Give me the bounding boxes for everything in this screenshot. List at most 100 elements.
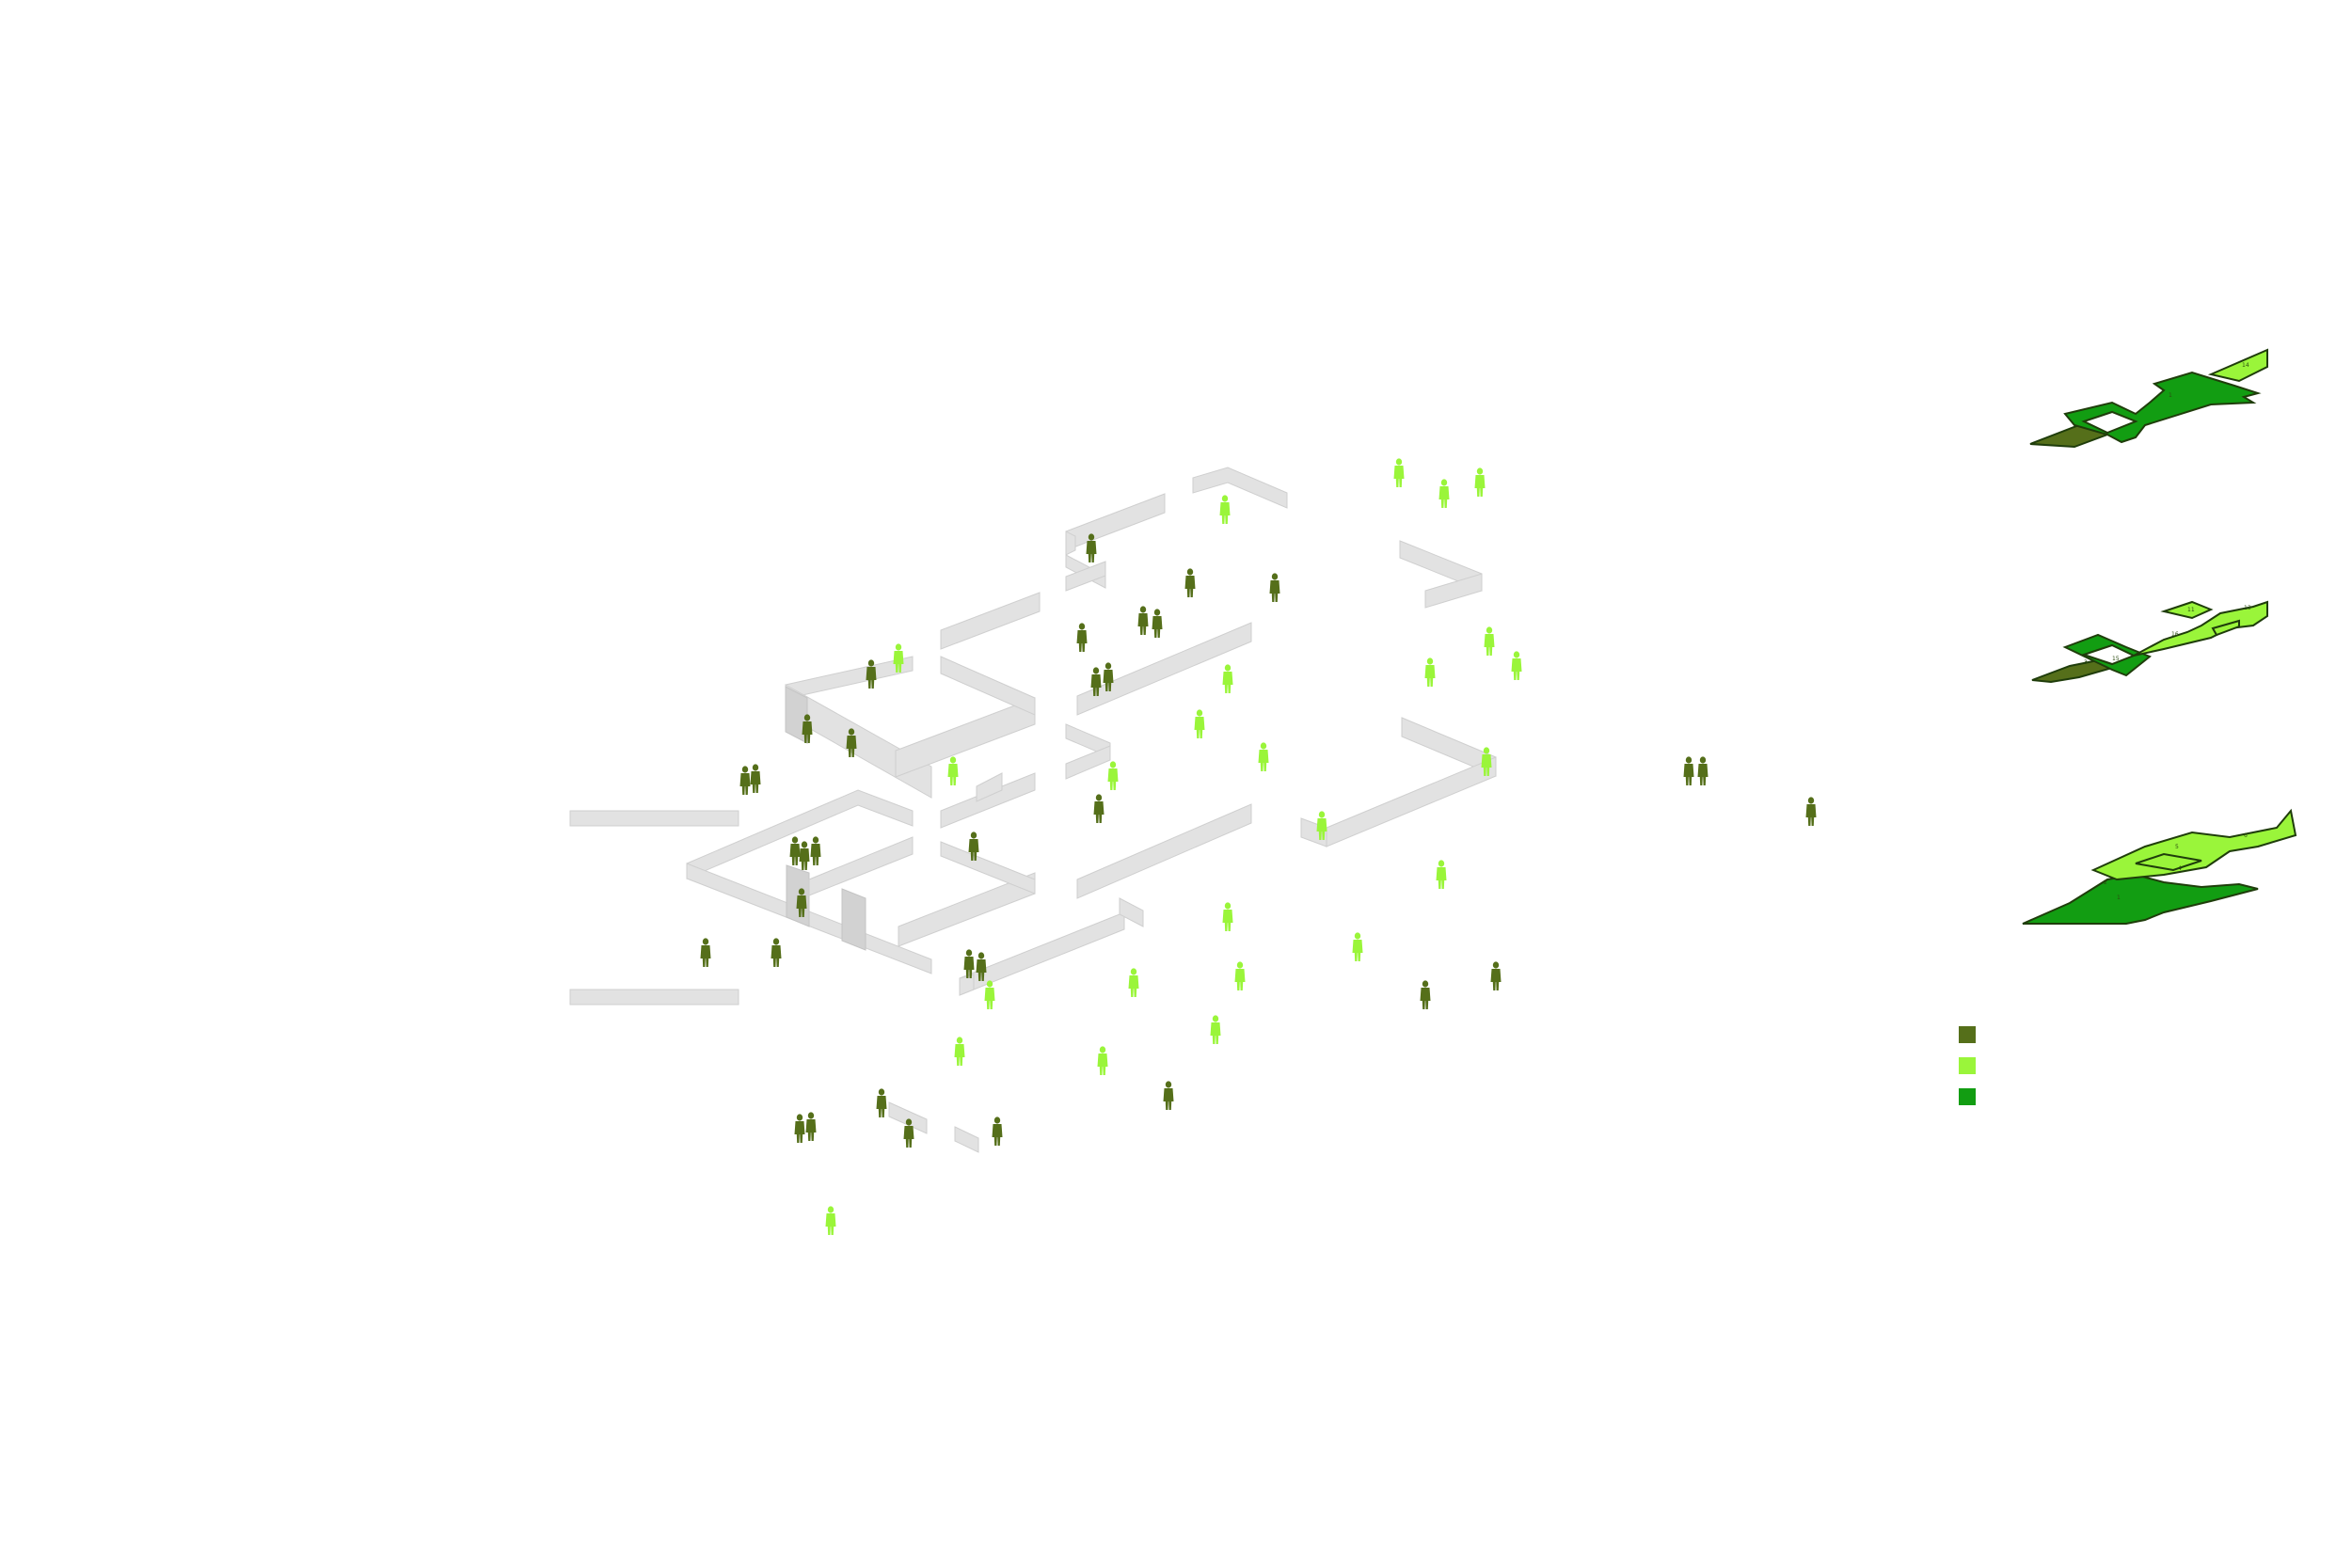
wall-panel: [569, 810, 739, 827]
person-figure: [810, 836, 821, 865]
floor-plan-bottom: 2 5 4 6 1: [2022, 808, 2297, 925]
person-figure: [954, 1037, 965, 1066]
person-figure: [1424, 657, 1436, 687]
person-figure: [876, 1088, 887, 1117]
person-figure: [1097, 1046, 1108, 1075]
person-figure: [1076, 623, 1088, 652]
plan-void: [2081, 410, 2138, 435]
person-figure: [789, 836, 801, 865]
plan-label: 5: [2175, 844, 2179, 850]
plan-label: 16: [2171, 631, 2179, 638]
person-figure: [771, 938, 782, 967]
person-figure: [1093, 794, 1104, 823]
plan-label: 4: [2178, 865, 2182, 872]
person-figure: [1222, 902, 1233, 931]
plan-label: 3: [2084, 659, 2088, 666]
person-figure: [1137, 606, 1149, 635]
plan-zone-light-green: [2160, 600, 2214, 620]
person-figure: [1436, 860, 1447, 889]
floor-plan-middle: 3 15 16 11 13: [2031, 600, 2268, 684]
person-figure: [1511, 651, 1522, 680]
legend: [1959, 1026, 1976, 1105]
plan-label: 14: [2242, 362, 2249, 369]
person-figure: [1438, 479, 1450, 508]
wall-panel: [1065, 493, 1166, 551]
exhibition-walls: [569, 467, 1497, 1153]
plan-zone-light-green: [2133, 600, 2268, 657]
wall-panel: [1326, 756, 1497, 847]
person-figure: [1484, 626, 1495, 656]
person-figure: [866, 659, 877, 689]
person-figure: [1128, 968, 1139, 997]
person-figure: [799, 841, 810, 870]
legend-swatch-bright-green: [1959, 1088, 1976, 1105]
wall-panel: [888, 1101, 928, 1134]
person-figure: [1683, 756, 1694, 785]
plan-label: 1: [2169, 392, 2172, 399]
wall-panel: [1076, 803, 1252, 899]
wall-panel: [1065, 745, 1111, 780]
person-figure: [750, 764, 761, 793]
wall-panel: [895, 697, 1036, 778]
plan-label: 15: [2112, 656, 2120, 662]
person-figure: [1210, 1015, 1221, 1044]
plan-label: 13: [2244, 605, 2251, 611]
wall-panel: [1192, 467, 1288, 509]
wall-panel: [959, 911, 1125, 996]
person-figure: [1805, 797, 1817, 826]
legend-swatch-dark-olive: [1959, 1026, 1976, 1043]
plan-zone-light-green: [2135, 852, 2202, 872]
wall-panel: [940, 772, 1036, 829]
person-figure: [1474, 467, 1486, 497]
wall-panel: [1076, 622, 1252, 716]
person-figure: [1219, 495, 1231, 524]
wall-panel: [785, 686, 808, 744]
wall-panel: [940, 592, 1041, 650]
wall-panel: [1424, 573, 1483, 609]
person-figure: [1152, 609, 1163, 638]
plan-zone-bright-green: [2022, 873, 2259, 925]
person-figure: [1234, 961, 1246, 990]
person-figure: [739, 766, 751, 795]
plan-zone-light-green: [2211, 619, 2240, 637]
plan-label: 6: [2244, 832, 2248, 839]
person-figure: [1490, 961, 1502, 990]
person-figure: [1420, 980, 1431, 1009]
wall-panel: [1119, 897, 1144, 927]
person-figure: [992, 1117, 1003, 1146]
floor-plan-top: 1 14: [2029, 348, 2268, 449]
person-figure: [1697, 756, 1708, 785]
person-figure: [1163, 1081, 1174, 1110]
plan-zone-bright-green: [2063, 371, 2262, 444]
wall-panel: [940, 841, 1036, 895]
wall-panel: [569, 989, 739, 1006]
person-figure: [825, 1206, 836, 1235]
plan-label: 11: [2187, 607, 2195, 613]
wall-panel: [959, 974, 975, 996]
plan-zone-light-green: [2090, 808, 2297, 881]
person-figure: [1393, 458, 1405, 487]
plan-label: 2: [2104, 879, 2107, 886]
person-figure: [805, 1112, 817, 1141]
wall-panel: [1065, 561, 1106, 592]
people-dark-olive: [700, 533, 1817, 1148]
wall-panel: [940, 656, 1036, 716]
wall-panel: [808, 836, 914, 896]
person-figure: [1184, 568, 1196, 597]
person-figure: [1107, 761, 1119, 790]
wall-panel: [976, 772, 1003, 802]
plan-zone-light-green: [2207, 348, 2268, 383]
person-figure: [794, 1114, 805, 1143]
wall-panel: [1065, 531, 1076, 556]
person-figure: [947, 756, 959, 785]
plan-label: 1: [2117, 895, 2121, 901]
person-figure: [1194, 709, 1205, 738]
person-figure: [700, 938, 711, 967]
person-figure: [1352, 932, 1363, 961]
person-figure: [1222, 664, 1233, 693]
legend-swatch-light-green: [1959, 1057, 1976, 1074]
wall-panel: [954, 1126, 979, 1153]
wall-panel: [841, 888, 866, 951]
person-figure: [1258, 742, 1269, 771]
